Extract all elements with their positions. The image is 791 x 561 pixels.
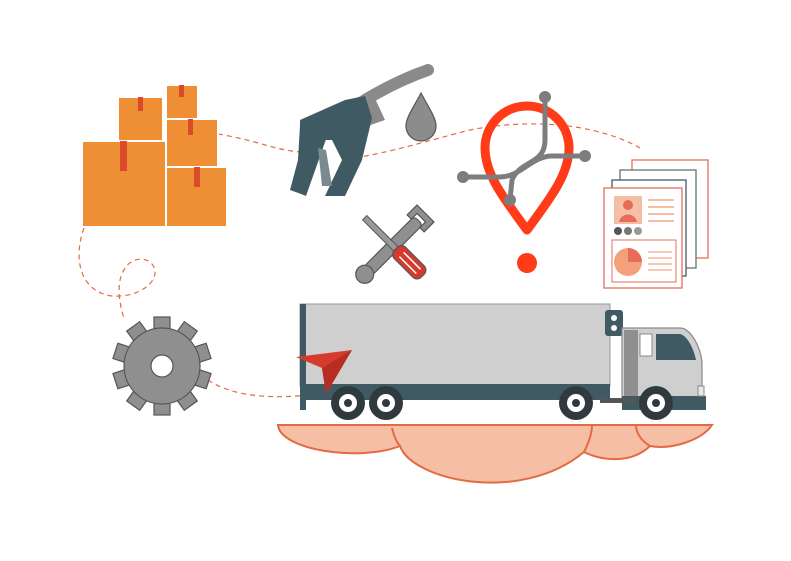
stacked-boxes-icon — [81, 84, 228, 228]
wrench-screwdriver-icon — [355, 204, 435, 284]
cloud-base — [276, 424, 714, 484]
dashed-route-path — [78, 123, 641, 398]
gear-icon — [112, 316, 212, 416]
delivery-truck-icon — [299, 303, 706, 420]
cursor-arrow-icon — [296, 350, 352, 394]
truck-wheels — [331, 386, 673, 420]
fuel-nozzle-icon — [290, 64, 434, 196]
documents-icon — [603, 159, 709, 289]
fuel-drop-icon — [405, 91, 437, 142]
location-pin-route-icon — [457, 91, 591, 273]
